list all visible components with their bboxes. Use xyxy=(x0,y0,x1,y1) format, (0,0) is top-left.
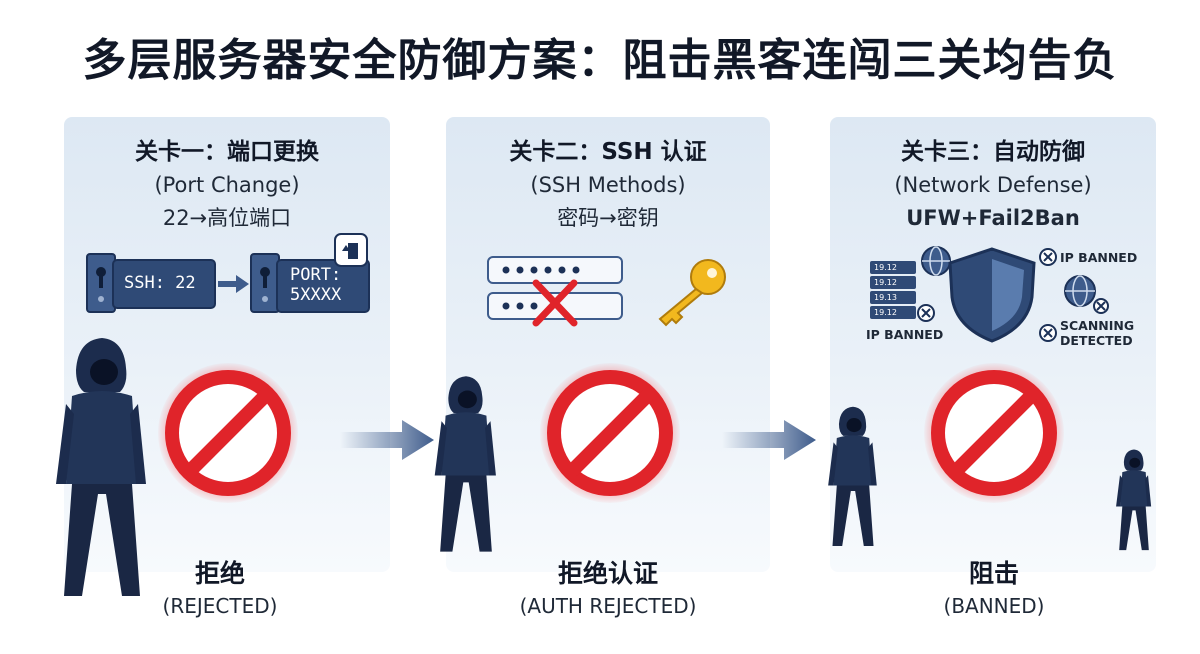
stage-panel-network-defense: 关卡三：自动防御 (Network Defense) UFW+Fail2Ban … xyxy=(830,117,1156,618)
x-badge-icon xyxy=(1039,324,1057,342)
stage-header: 关卡一：端口更换 (Port Change) 22→高位端口 xyxy=(64,135,390,235)
arrow-right-icon xyxy=(218,275,249,293)
stage-panel-ssh-auth: 关卡二：SSH 认证 (SSH Methods) 密码→密钥 拒绝认证 (AUT… xyxy=(446,117,770,618)
door-lock-icon xyxy=(86,253,116,313)
stage-heading: 关卡二：SSH 认证 xyxy=(509,139,707,165)
detected-line: DETECTED xyxy=(1060,333,1133,348)
port-lock-after: PORT: 5XXXX xyxy=(276,259,370,313)
hooded-hacker-icon xyxy=(56,338,146,596)
globe-icon xyxy=(921,246,951,276)
x-badge-icon xyxy=(1093,298,1109,314)
prohibited-sign-icon xyxy=(540,363,680,503)
hooded-hacker-icon xyxy=(828,406,877,547)
result-label-en: (BANNED) xyxy=(943,594,1045,618)
stage-heading: 关卡三：自动防御 xyxy=(901,139,1085,165)
stage-detail: 密码→密钥 xyxy=(557,206,659,230)
x-badge-icon xyxy=(917,304,935,322)
prohibited-sign-icon xyxy=(158,363,298,503)
stage-header: 关卡三：自动防御 (Network Defense) UFW+Fail2Ban xyxy=(830,135,1156,235)
keyhole-icon xyxy=(334,233,368,267)
stage-header: 关卡二：SSH 认证 (SSH Methods) 密码→密钥 xyxy=(446,135,770,235)
port-lock-before: SSH: 22 xyxy=(112,259,216,309)
shield-icon xyxy=(948,247,1036,343)
globe-icon xyxy=(1064,275,1096,307)
new-port-label: PORT: xyxy=(290,265,342,285)
new-port-value: 5XXXX xyxy=(290,285,342,305)
scanning-detected-tag: SCANNING DETECTED xyxy=(1060,318,1134,348)
stage-subheading: (SSH Methods) xyxy=(530,173,686,197)
stage-result: 拒绝 (REJECTED) xyxy=(70,557,370,621)
arrow-right-icon xyxy=(722,420,816,460)
server-ip: 19.12 xyxy=(870,261,916,274)
server-ip: 19.12 xyxy=(870,276,916,289)
page-title: 多层服务器安全防御方案：阻击黑客连闯三关均告负 xyxy=(82,35,1118,86)
password-field-icon xyxy=(487,256,623,320)
x-badge-icon xyxy=(1039,248,1057,266)
key-icon xyxy=(658,259,726,327)
arrow-right-icon xyxy=(340,420,434,460)
result-label-en: (AUTH REJECTED) xyxy=(519,594,697,618)
result-label: 阻击 xyxy=(968,559,1019,588)
result-label: 拒绝 xyxy=(194,559,245,588)
hooded-hacker-icon xyxy=(434,376,496,552)
ssh-port-label: SSH: 22 xyxy=(124,273,196,293)
red-x-icon xyxy=(532,279,578,327)
result-label-en: (REJECTED) xyxy=(162,594,278,618)
prohibited-sign-icon xyxy=(924,363,1064,503)
result-label: 拒绝认证 xyxy=(557,559,658,588)
stage-result: 阻击 (BANNED) xyxy=(844,557,1144,621)
scanning-line: SCANNING xyxy=(1060,318,1135,333)
stage-heading: 关卡一：端口更换 xyxy=(135,139,319,165)
stage-result: 拒绝认证 (AUTH REJECTED) xyxy=(458,557,758,621)
server-ip: 19.13 xyxy=(870,291,916,304)
stage-subheading: (Port Change) xyxy=(154,173,300,197)
ip-banned-tag: IP BANNED xyxy=(866,327,944,342)
stage-detail: UFW+Fail2Ban xyxy=(906,206,1080,230)
server-ip: 19.12 xyxy=(870,306,916,319)
hooded-hacker-icon xyxy=(1116,449,1152,551)
stage-detail: 22→高位端口 xyxy=(162,206,292,230)
ip-banned-tag: IP BANNED xyxy=(1060,250,1138,265)
stage-subheading: (Network Defense) xyxy=(894,173,1092,197)
